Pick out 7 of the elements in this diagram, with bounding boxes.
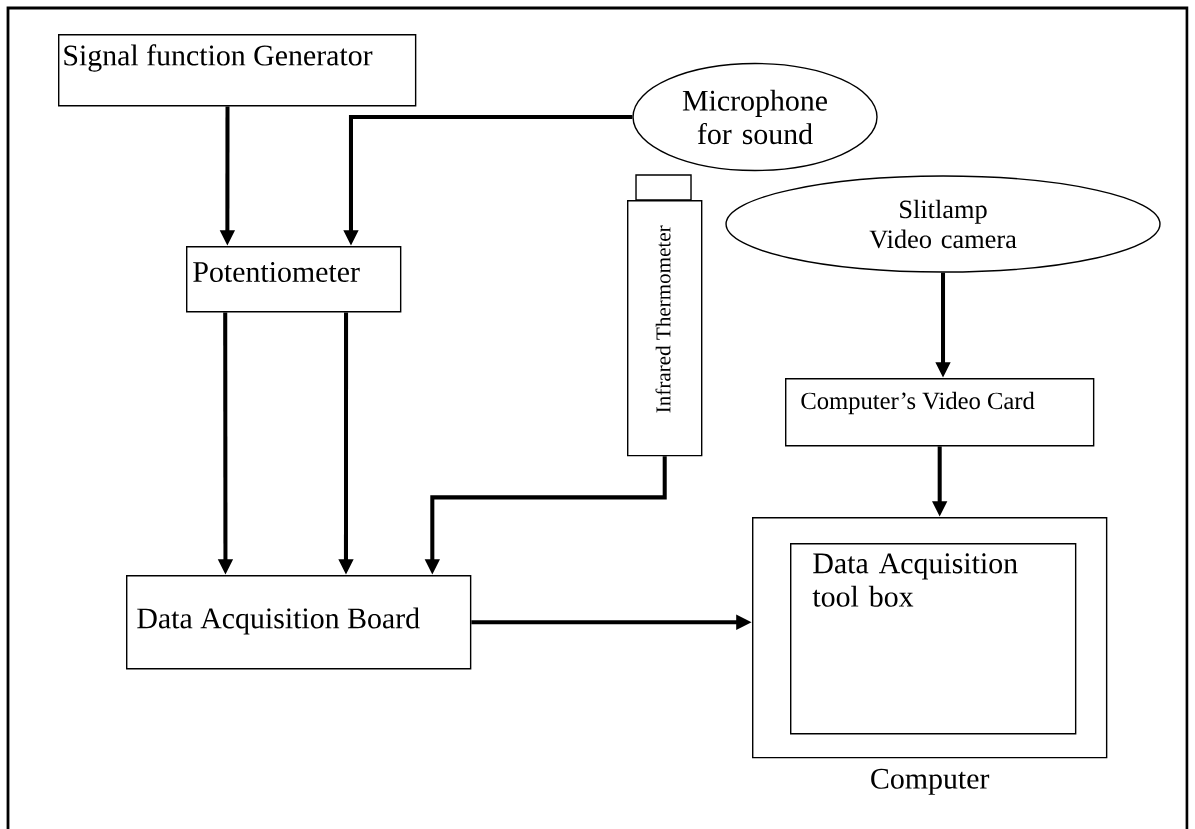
node-label: Computer [871,768,990,795]
process-box: Signal function Generator [58,34,417,107]
process-box: Data Acquisition tool box [790,543,1077,735]
process-box: Data Acquisition Board [126,575,472,670]
process-box: Potentiometer [186,246,402,313]
process-box: Computer’s Video Card [785,378,1095,447]
thermometer-drawing: Infrared Thermometer [627,174,703,457]
